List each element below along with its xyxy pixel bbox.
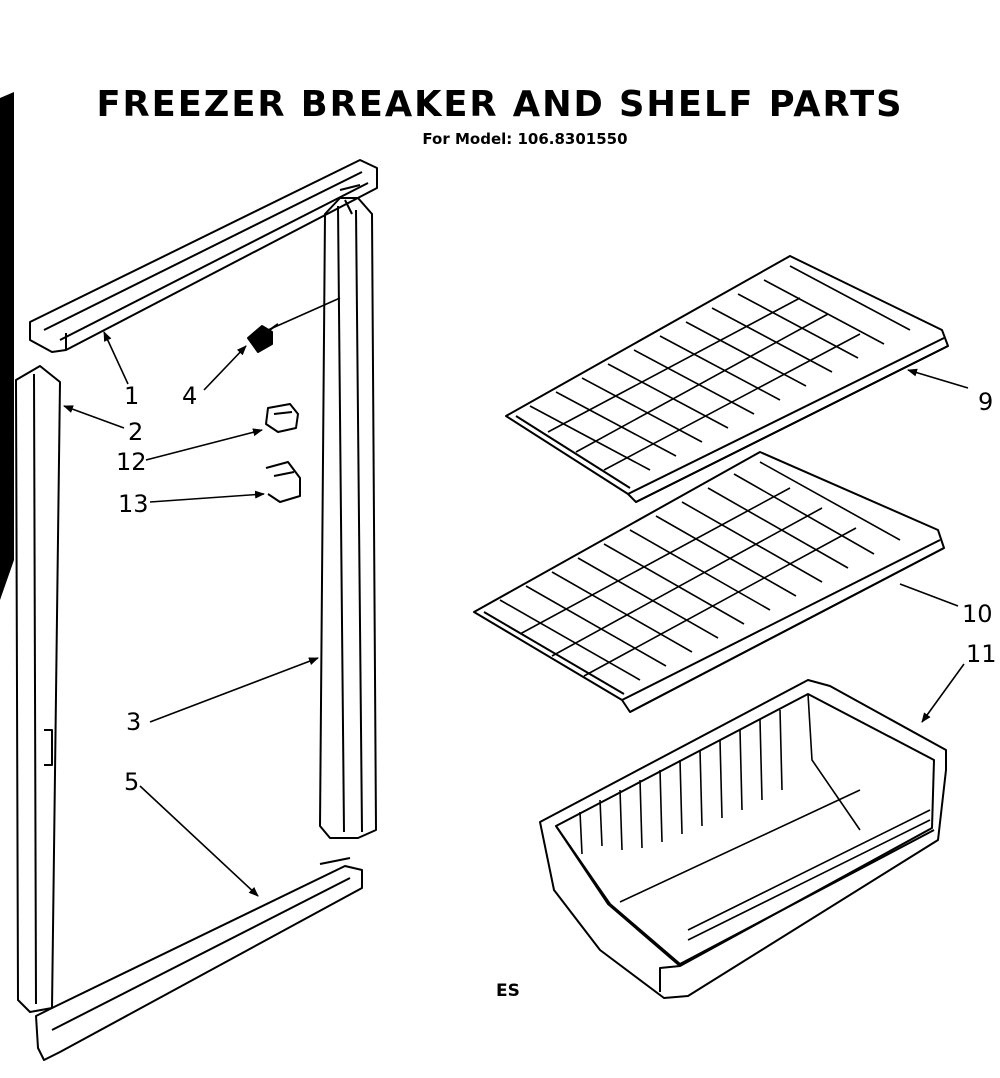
leader-11 — [921, 663, 965, 723]
page-title: FREEZER BREAKER AND SHELF PARTS — [96, 84, 904, 125]
callout-4: 4 — [182, 382, 197, 410]
callout-11: 11 — [966, 640, 997, 668]
leader-5 — [139, 785, 259, 897]
left-border-bar — [0, 92, 14, 600]
part-10-lower-shelf — [473, 451, 945, 713]
part-12-clip — [265, 403, 299, 433]
leader-lines — [63, 297, 969, 897]
part-9-upper-shelf — [505, 255, 949, 503]
leader-4b — [267, 297, 341, 331]
part-5-bottom-breaker — [35, 857, 363, 1061]
callout-9: 9 — [978, 388, 993, 416]
callout-3: 3 — [126, 708, 141, 736]
leader-12 — [145, 428, 263, 461]
callout-13: 13 — [118, 490, 149, 518]
leader-3 — [149, 657, 319, 723]
leader-13 — [149, 490, 265, 503]
leader-2 — [63, 405, 125, 429]
callout-10: 10 — [962, 600, 993, 628]
callout-5: 5 — [124, 768, 139, 796]
part-1-top-breaker — [29, 159, 378, 353]
footer-code: ES — [496, 981, 520, 1001]
model-subtitle: For Model: 106.8301550 — [422, 130, 628, 148]
leader-10 — [899, 583, 959, 607]
callout-12: 12 — [116, 448, 147, 476]
part-3-right-breaker — [319, 197, 377, 839]
part-13-bracket — [265, 461, 301, 503]
leader-4 — [203, 345, 247, 391]
callout-2: 2 — [128, 418, 143, 446]
part-11-bin — [539, 679, 947, 999]
leader-1 — [103, 331, 129, 385]
callout-1: 1 — [124, 382, 139, 410]
leader-9 — [907, 368, 969, 389]
part-2-left-breaker — [15, 365, 61, 1013]
